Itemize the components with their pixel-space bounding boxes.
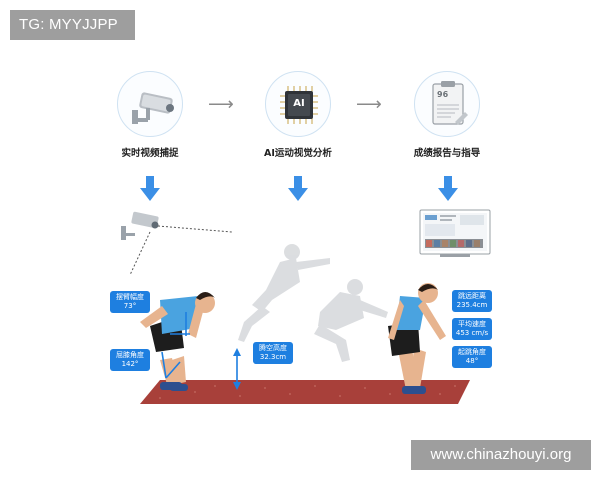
metric-label: 起跳角度 xyxy=(458,348,486,356)
metric-label: 跳远距离 xyxy=(458,292,486,300)
ghost-jumper-rising xyxy=(238,244,330,342)
metric-air-height: 腾空高度 32.3cm xyxy=(253,342,293,364)
site-badge: www.chinazhouyi.org xyxy=(411,440,591,470)
metric-knee-bend: 屈膝角度 142° xyxy=(110,349,150,371)
athlete-crouch xyxy=(140,292,215,391)
metric-value: 235.4cm xyxy=(456,301,488,309)
metric-label: 摆臂幅度 xyxy=(116,293,144,301)
down-arrow-icon xyxy=(140,176,160,201)
metric-label: 平均速度 xyxy=(458,320,486,328)
stage-report-circle: 96 xyxy=(414,71,480,137)
stage-ai-circle: AI xyxy=(265,71,331,137)
metric-arm-swing: 摆臂幅度 73° xyxy=(110,291,150,313)
athlete-landing xyxy=(388,283,446,394)
ai-chip-icon xyxy=(280,86,318,124)
metric-jump-distance: 跳远距离 235.4cm xyxy=(452,290,492,312)
metric-label: 腾空高度 xyxy=(259,344,287,352)
down-arrow-icon xyxy=(438,176,458,201)
tag-badge: TG: MYYJJPP xyxy=(10,10,135,40)
metric-value: 73° xyxy=(123,302,137,310)
scene-camera-icon xyxy=(121,211,233,276)
metric-takeoff-angle: 起跳角度 48° xyxy=(452,346,492,368)
down-arrow-icon xyxy=(288,176,308,201)
stage-label-capture: 实时视频捕捉 xyxy=(121,148,179,159)
flow-arrow-right-icon: ⟶ xyxy=(208,94,234,115)
ghost-jumper-landing xyxy=(314,279,388,362)
camera-icon xyxy=(132,92,174,124)
metric-label: 屈膝角度 xyxy=(116,351,144,359)
metric-value: 453 cm/s xyxy=(455,329,489,337)
report-monitor-icon xyxy=(419,209,491,257)
flow-arrow-right-icon: ⟶ xyxy=(356,94,382,115)
metric-value: 142° xyxy=(121,360,139,368)
stage-label-analysis: AI运动视觉分析 xyxy=(264,148,332,159)
metric-avg-speed: 平均速度 453 cm/s xyxy=(452,318,492,340)
report-clipboard-icon xyxy=(432,81,468,125)
stage-camera-circle xyxy=(117,71,183,137)
metric-value: 32.3cm xyxy=(259,353,287,361)
metric-value: 48° xyxy=(465,357,479,365)
report-score: 96 xyxy=(437,90,449,99)
height-indicator xyxy=(233,348,241,390)
chip-text: AI xyxy=(293,98,305,109)
stage-label-report: 成绩报告与指导 xyxy=(413,148,481,159)
